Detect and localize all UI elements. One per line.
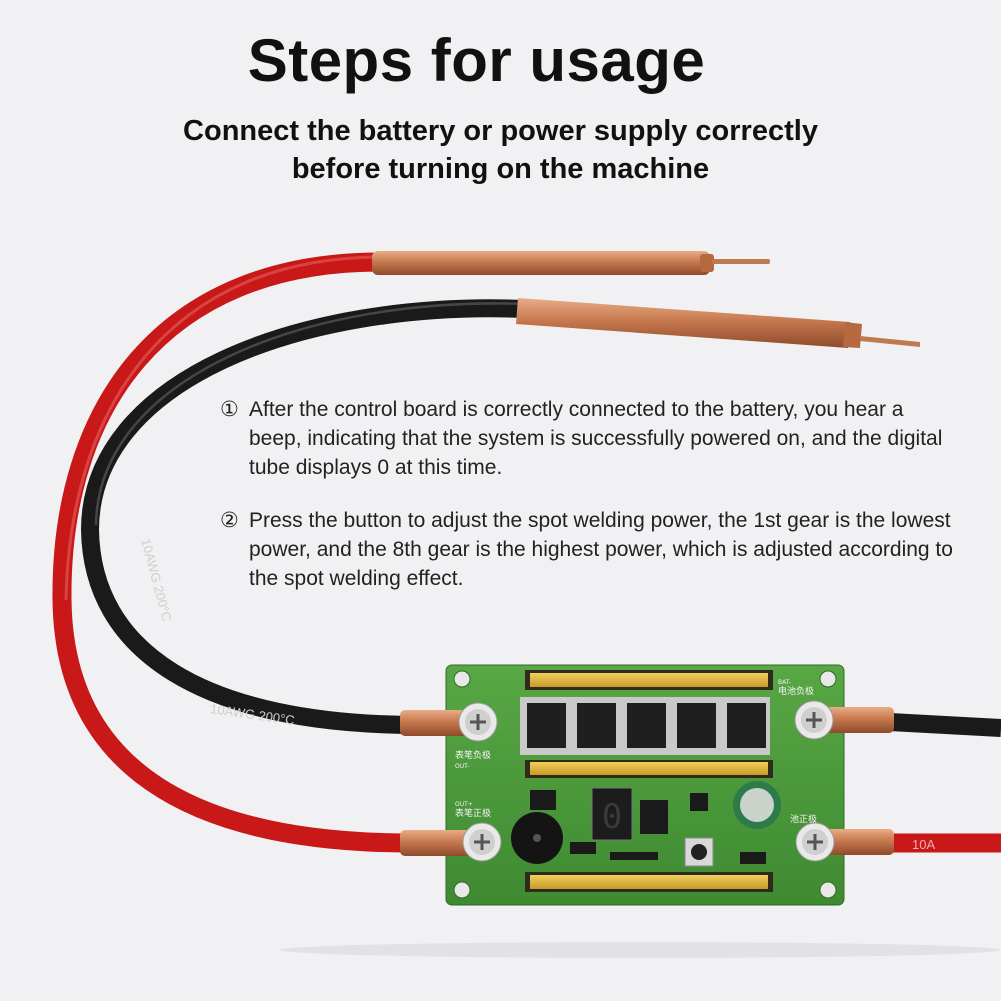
step-2-marker: ② bbox=[220, 509, 239, 532]
page-subtitle: Connect the battery or power supply corr… bbox=[0, 112, 1001, 188]
welding-pen-upper bbox=[372, 251, 770, 275]
label-out-pos: 表笔正极 bbox=[455, 807, 491, 819]
label-out-neg: 表笔负极 bbox=[455, 749, 491, 761]
terminal-bat-neg bbox=[794, 700, 894, 740]
terminal-out-pos bbox=[400, 822, 502, 862]
digital-tube-value: 0 bbox=[602, 797, 622, 837]
terminal-out-neg bbox=[400, 702, 498, 742]
subtitle-line-2: before turning on the machine bbox=[291, 153, 710, 185]
cable-print-2: 10AWG 200°C bbox=[138, 537, 174, 623]
cable-print-red: 10A bbox=[912, 837, 935, 852]
step-2-text: Press the button to adjust the spot weld… bbox=[249, 509, 953, 590]
subtitle-line-1: Connect the battery or power supply corr… bbox=[183, 115, 818, 147]
welding-pen-lower bbox=[516, 298, 920, 348]
power-adjust-button[interactable] bbox=[684, 837, 714, 867]
label-bat-neg-code: BAT- bbox=[778, 679, 791, 686]
black-cable-right bbox=[889, 713, 1001, 737]
digital-tube: 0 bbox=[591, 787, 633, 841]
mosfet-row bbox=[520, 697, 770, 755]
floor-shadow bbox=[280, 942, 1000, 958]
black-cable bbox=[80, 299, 534, 734]
page-title: Steps for usage bbox=[247, 27, 706, 94]
step-1: ① After the control board is correctly c… bbox=[220, 395, 960, 482]
terminal-bat-pos bbox=[795, 822, 894, 862]
control-board: 0 表笔负极 OUT- OUT+ 表笔 bbox=[445, 664, 845, 906]
step-1-text: After the control board is correctly con… bbox=[249, 398, 943, 479]
label-out-pos-code: OUT+ bbox=[455, 801, 473, 808]
step-1-marker: ① bbox=[220, 398, 239, 421]
step-2: ② Press the button to adjust the spot we… bbox=[220, 506, 960, 593]
label-bat-pos: 池正极 bbox=[790, 813, 817, 825]
label-bat-neg: 电池负极 bbox=[778, 685, 814, 697]
label-out-neg-code: OUT- bbox=[455, 763, 469, 770]
